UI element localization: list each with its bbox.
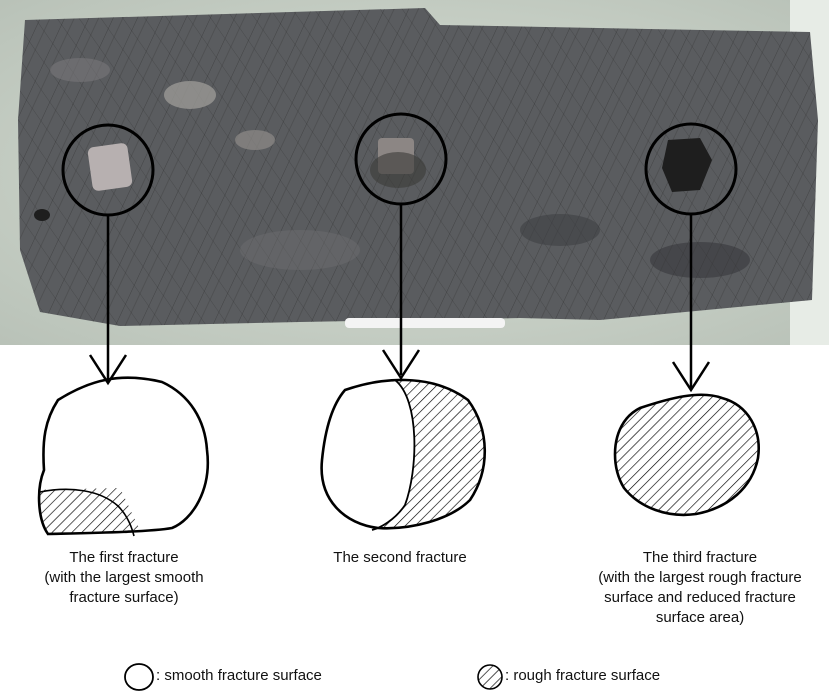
arrow-2 [383,205,419,378]
caption-third-fracture: The third fracture (with the largest rou… [575,548,825,628]
caption-first-fracture: The first fracture (with the largest smo… [0,548,248,608]
caption-second-fracture: The second fracture [305,548,495,568]
second-fracture-shape [322,370,500,540]
arrow-1 [90,215,126,383]
legend-rough-label: : rough fracture surface [505,667,660,684]
first-fracture-shape [30,378,208,536]
legend-smooth-label: : smooth fracture surface [156,667,322,684]
legend-rough-icon [478,665,502,689]
legend-smooth-icon [125,664,153,690]
third-fracture-shape [615,395,759,515]
arrow-3 [673,215,709,390]
